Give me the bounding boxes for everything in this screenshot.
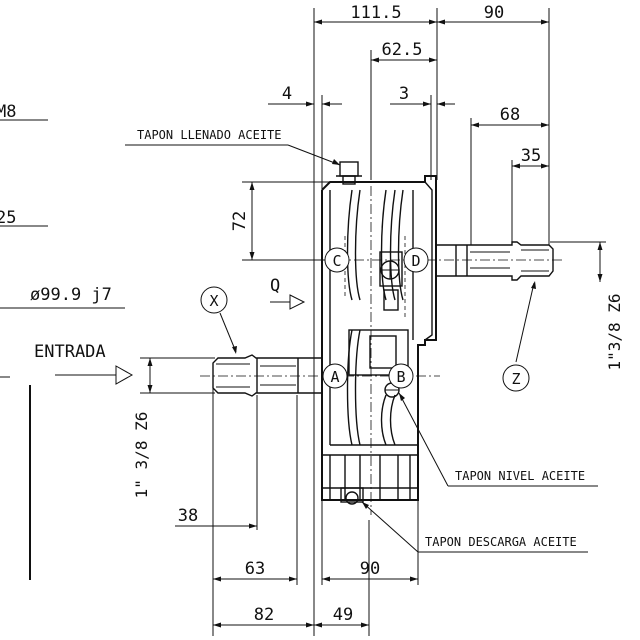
left-m8: M8: [0, 102, 16, 122]
dim-3: 3: [399, 84, 409, 104]
callout-b: B: [388, 363, 414, 389]
callout-a: A: [322, 363, 348, 389]
dim-49: 49: [333, 605, 353, 625]
left-diameter: ø99.9 j7: [30, 285, 112, 305]
q-label: Q: [270, 276, 280, 296]
callout-c: C: [324, 247, 350, 273]
dim-input-shaft: 1" 3/8 Z6: [132, 412, 151, 499]
drain-plug-label: TAPON DESCARGA ACEITE: [425, 535, 577, 549]
callout-b-text: B: [396, 368, 405, 386]
callout-a-text: A: [330, 368, 339, 386]
gearbox-body: [200, 150, 565, 515]
callout-x-text: X: [209, 292, 218, 310]
callout-z: Z: [502, 364, 530, 392]
dim-82: 82: [254, 605, 274, 625]
callout-d: D: [403, 247, 429, 273]
dim-111-5: 111.5: [350, 3, 401, 23]
dim-68: 68: [500, 105, 520, 125]
dim-38: 38: [178, 506, 198, 526]
output-shaft: [436, 241, 554, 281]
dim-4: 4: [282, 84, 292, 104]
leader-lines: [125, 144, 598, 553]
dim-90-bottom: 90: [360, 559, 380, 579]
level-plug-label: TAPON NIVEL ACEITE: [455, 469, 585, 483]
entrada-label: ENTRADA: [34, 342, 106, 362]
left-25: 25: [0, 208, 16, 228]
dim-90-top: 90: [484, 3, 504, 23]
extension-lines: [140, 8, 606, 636]
dimension-text: 111.5 90 62.5 4 3 68 35 72 1"3/8 Z6 1" 3…: [132, 3, 624, 625]
note-labels: TAPON LLENADO ACEITE TAPON NIVEL ACEITE …: [137, 128, 585, 549]
callout-x: X: [200, 286, 228, 314]
dim-72: 72: [230, 211, 250, 231]
callout-d-text: D: [411, 252, 420, 270]
dim-62-5: 62.5: [382, 40, 423, 60]
left-partial-view: M8 25 ø99.9 j7: [0, 102, 125, 580]
input-shaft: [212, 354, 322, 397]
callout-c-text: C: [332, 252, 341, 270]
input-direction: ENTRADA: [34, 342, 134, 385]
dim-output-shaft: 1"3/8 Z6: [605, 293, 624, 370]
callout-z-text: Z: [511, 370, 520, 388]
dim-35: 35: [521, 146, 541, 166]
dimension-lines: [147, 19, 603, 628]
fill-plug-label: TAPON LLENADO ACEITE: [137, 128, 282, 142]
dim-63: 63: [245, 559, 265, 579]
q-direction: Q: [270, 276, 306, 310]
